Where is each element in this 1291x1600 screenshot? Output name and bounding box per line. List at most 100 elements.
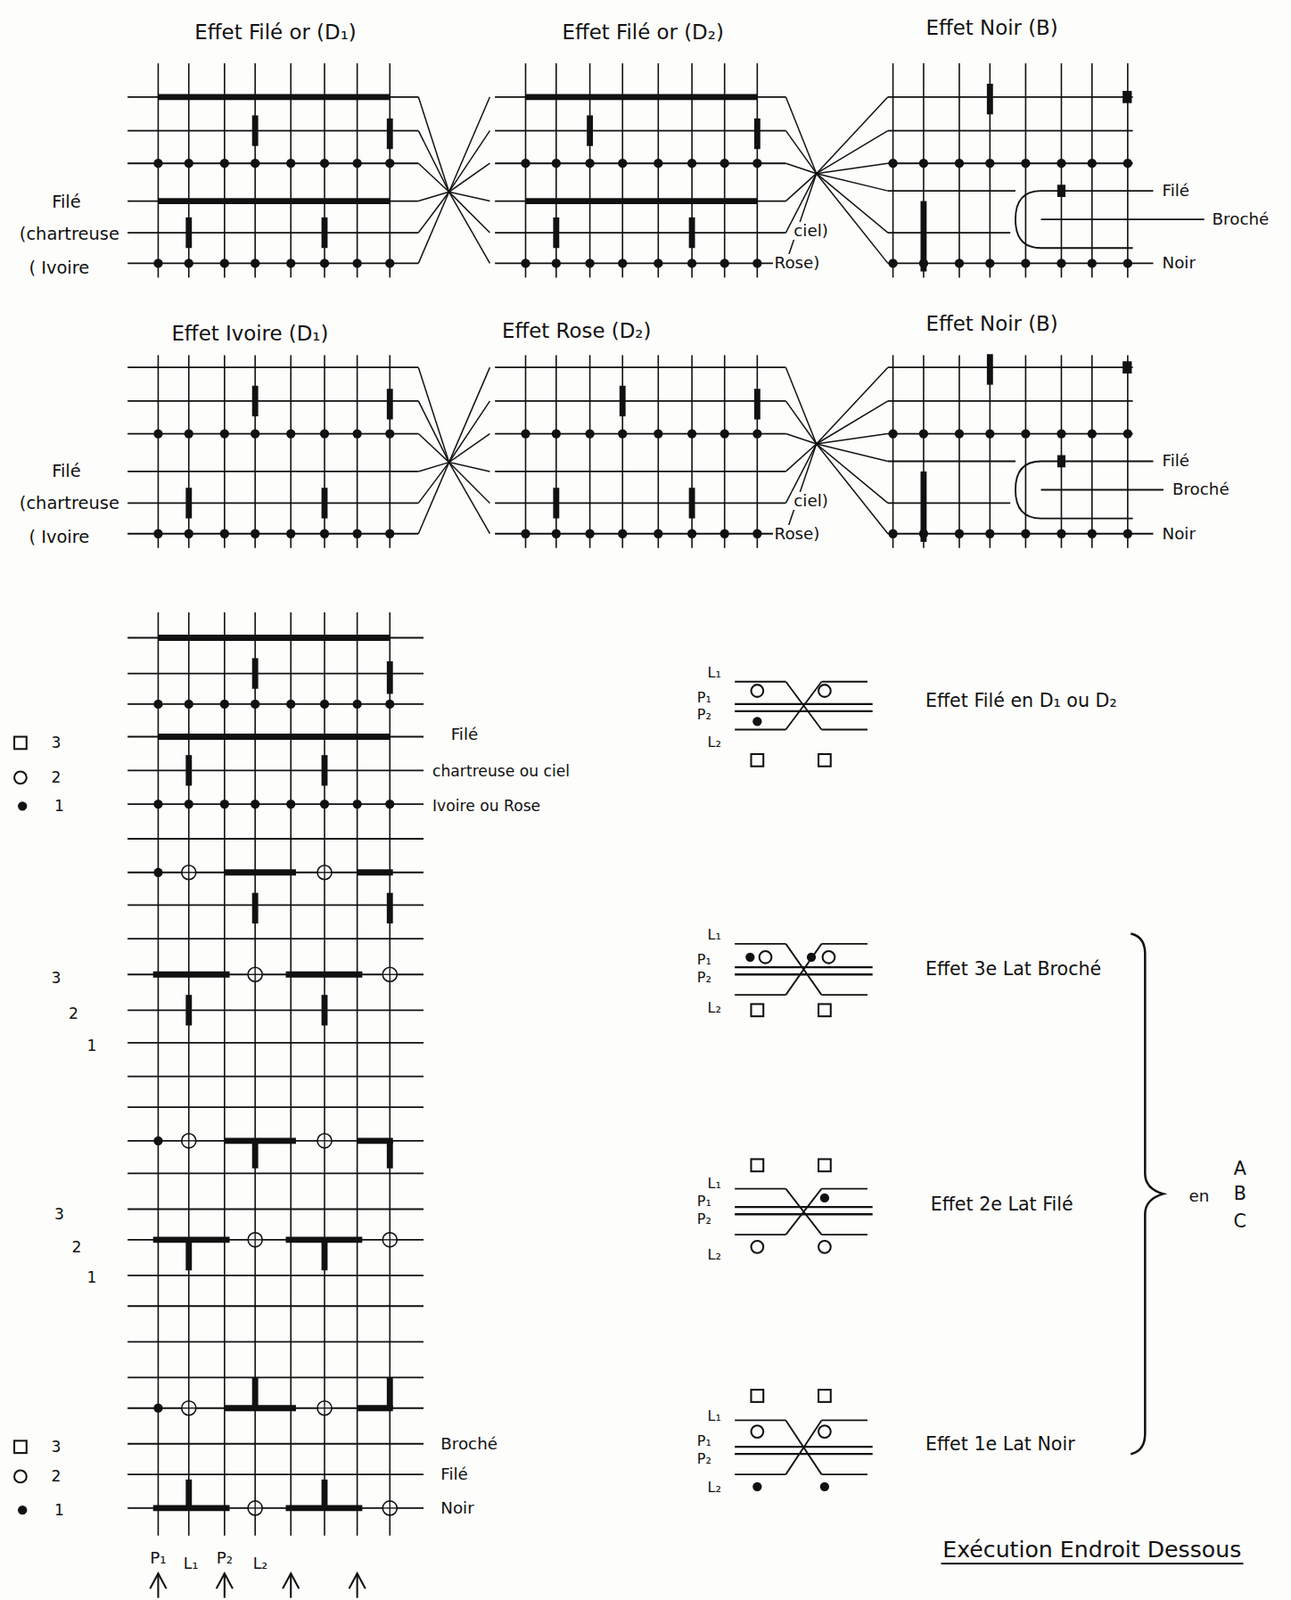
warp-line xyxy=(188,612,190,1537)
binding-dot xyxy=(752,428,762,438)
thread-label: Effet 3e Lat Broché xyxy=(923,959,1103,980)
binding-dot xyxy=(551,428,561,438)
binding-dot xyxy=(250,158,260,168)
thread-line xyxy=(734,710,873,713)
binding-dot xyxy=(352,699,362,709)
thread-line xyxy=(821,729,868,732)
square-symbol xyxy=(14,1440,27,1454)
binding-dot xyxy=(184,158,194,168)
open-point-cross xyxy=(389,1501,391,1516)
binding-dot xyxy=(320,699,329,709)
binding-bar xyxy=(386,1377,394,1408)
weft-line xyxy=(127,200,419,203)
warp-line xyxy=(388,612,391,1537)
binding-dot xyxy=(584,529,594,539)
binding-dot xyxy=(250,799,260,809)
square-symbol xyxy=(14,737,27,750)
binding-dot xyxy=(1087,258,1097,268)
thread-label: Noir xyxy=(438,1499,477,1518)
binding-dot xyxy=(1020,258,1030,268)
open-point xyxy=(181,1134,197,1149)
weft-line xyxy=(127,1106,424,1109)
binding-dot xyxy=(954,158,964,168)
weft-line xyxy=(888,231,1011,234)
ring-symbol xyxy=(14,771,27,784)
open-point-cross xyxy=(254,1233,255,1248)
weft-line xyxy=(127,1076,424,1078)
binding-bar xyxy=(321,1480,329,1509)
fan-line xyxy=(785,367,816,445)
binding-dot xyxy=(752,716,762,726)
fan-line xyxy=(449,462,491,535)
broche-line xyxy=(1041,489,1164,492)
binding-dot xyxy=(320,799,329,809)
thread-line xyxy=(821,1233,868,1236)
binding-dot xyxy=(250,699,260,709)
thread-label: P₂ xyxy=(695,1451,714,1468)
ring-symbol xyxy=(818,1241,831,1254)
fan-line xyxy=(785,173,816,264)
open-point-cross xyxy=(323,1134,325,1149)
ring-symbol xyxy=(818,1425,831,1439)
weft-line xyxy=(127,366,419,369)
binding-dot xyxy=(286,699,296,709)
weft-line xyxy=(888,501,1011,504)
binding-dot xyxy=(153,1136,163,1146)
thread-line xyxy=(734,1188,786,1191)
binding-bar xyxy=(252,657,259,689)
thread-line xyxy=(734,1453,873,1456)
thread-label: ( Ivoire xyxy=(26,258,91,278)
warp-line xyxy=(157,612,160,1537)
fan-line xyxy=(418,434,449,463)
binding-dot xyxy=(352,529,362,539)
binding-dot xyxy=(745,953,755,963)
thread-label: ( Ivoire xyxy=(26,528,91,548)
open-point-cross xyxy=(188,1134,190,1149)
warp-line xyxy=(657,354,660,548)
weft-line xyxy=(127,533,419,535)
thread-label: en xyxy=(1187,1186,1212,1205)
weft-line xyxy=(888,96,1134,99)
thread-label: P₂ xyxy=(695,970,714,987)
binding-dot xyxy=(320,428,329,438)
binding-dot xyxy=(520,158,530,168)
weft-line xyxy=(494,470,786,473)
binding-dot xyxy=(617,158,627,168)
binding-dot xyxy=(720,158,730,168)
thread-line xyxy=(821,1473,868,1476)
weft-line xyxy=(127,1173,424,1176)
warp-line xyxy=(223,354,226,548)
thread-label: 3 xyxy=(52,1206,66,1224)
binding-dot xyxy=(653,158,663,168)
open-point xyxy=(382,967,397,982)
open-point xyxy=(181,865,197,880)
warp-line xyxy=(922,63,925,278)
binding-dot xyxy=(320,258,329,268)
binding-dot xyxy=(17,801,27,811)
thread-label: L₂ xyxy=(706,1480,724,1497)
thread-label: 3 xyxy=(49,969,63,987)
float-thick xyxy=(157,197,390,205)
binding-dot xyxy=(919,428,929,438)
warp-line xyxy=(223,612,226,1537)
binding-dot xyxy=(184,428,194,438)
binding-dot xyxy=(220,699,230,709)
fan-line xyxy=(418,97,449,192)
weft-line xyxy=(127,1407,424,1410)
binding-dot xyxy=(153,799,163,809)
binding-dot xyxy=(551,529,561,539)
thread-label: P₁ xyxy=(695,952,714,969)
weft-line xyxy=(127,838,424,840)
thread-label: Effet Ivoire (D₁) xyxy=(169,323,330,346)
binding-dot xyxy=(352,799,362,809)
open-point-cross xyxy=(254,1501,255,1516)
binding-dot xyxy=(687,258,697,268)
weft-line xyxy=(127,803,424,806)
weft-line xyxy=(127,703,424,706)
warp-line xyxy=(1091,63,1094,278)
fan-line xyxy=(449,191,491,264)
fan-line xyxy=(816,367,889,445)
thread-line xyxy=(734,966,873,969)
fan-line xyxy=(785,401,816,445)
binding-dot xyxy=(385,158,395,168)
